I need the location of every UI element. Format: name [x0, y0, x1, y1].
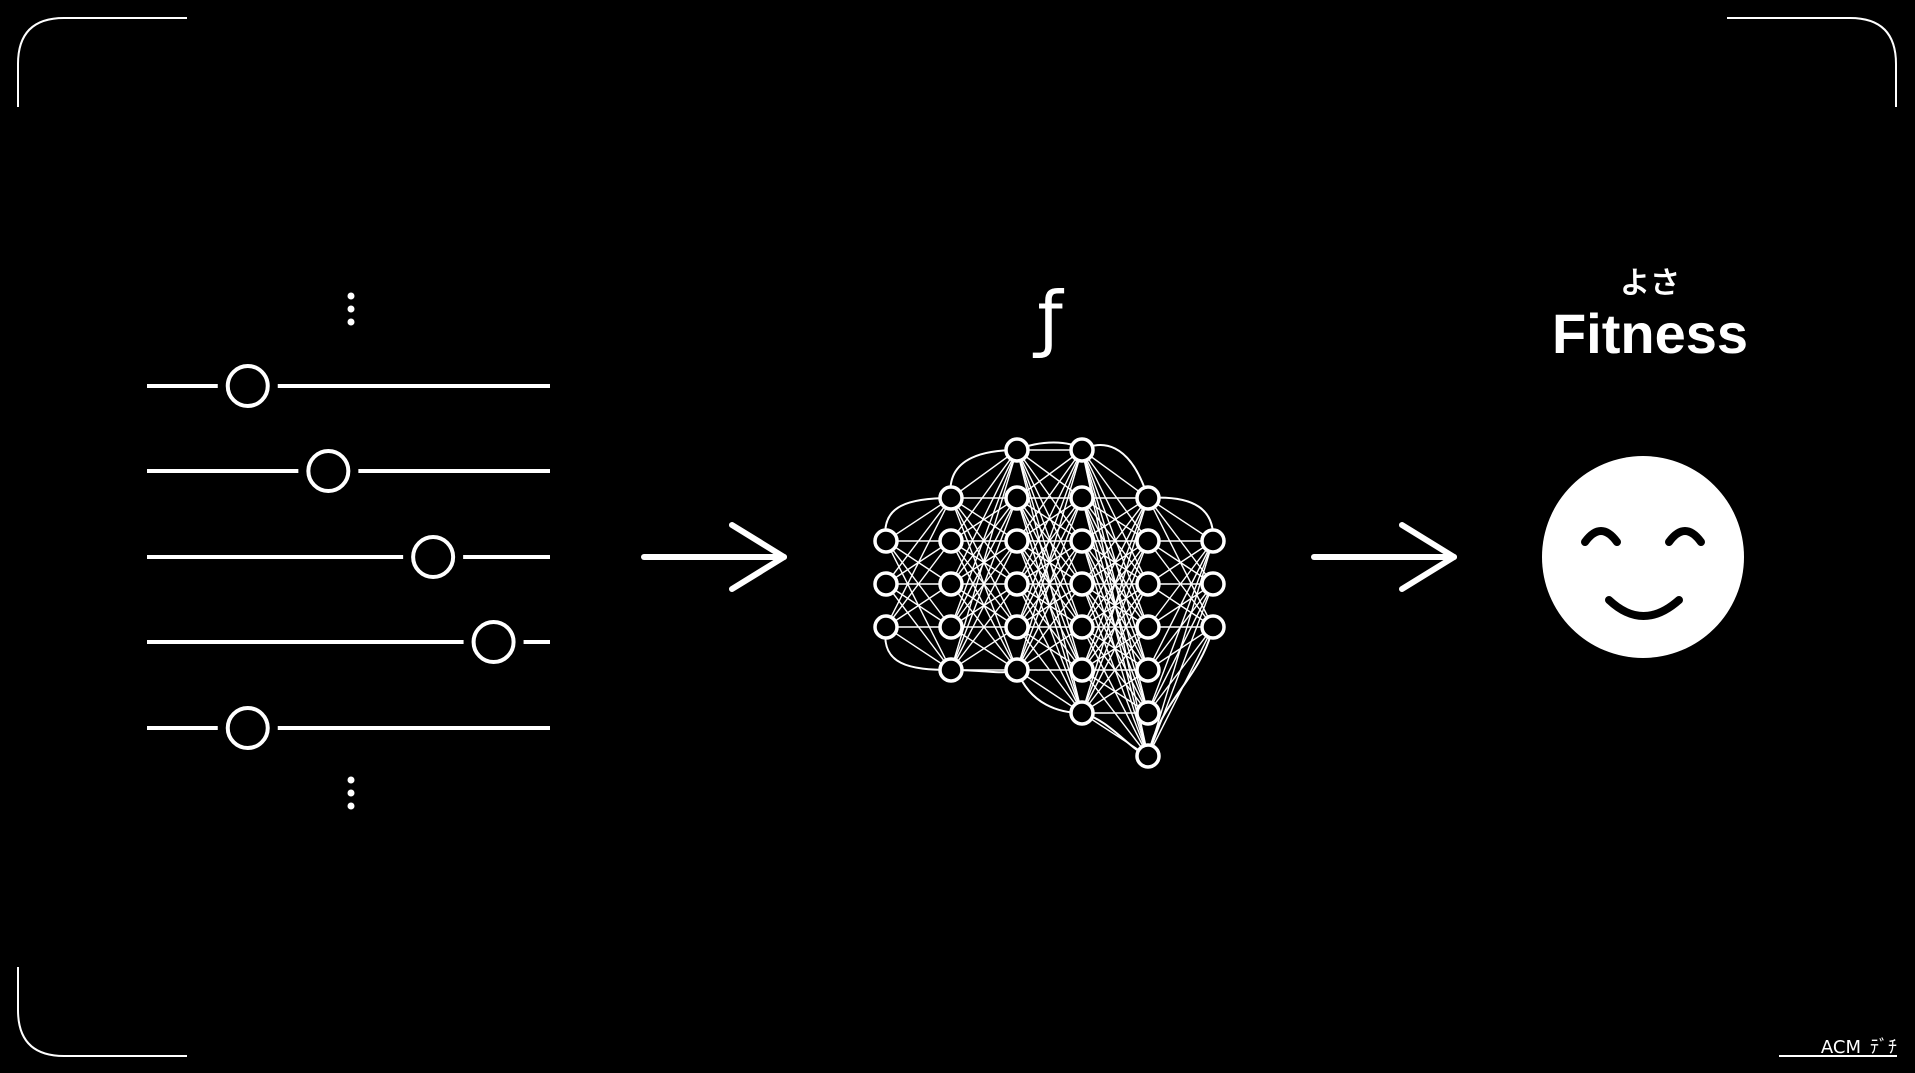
network-node	[1200, 571, 1226, 597]
network-node	[1004, 657, 1030, 683]
arrow-right-icon	[641, 522, 787, 592]
network-node	[1069, 700, 1095, 726]
parameter-slider[interactable]	[147, 364, 550, 408]
fitness-ruby-text: よさ	[1620, 266, 1680, 301]
parameter-sliders	[147, 364, 550, 750]
network-node	[873, 571, 899, 597]
network-node	[1004, 528, 1030, 554]
network-node	[1069, 657, 1095, 683]
frame-corner-top-left	[17, 17, 187, 107]
neural-network-brain-icon	[873, 437, 1226, 769]
network-node	[1069, 571, 1095, 597]
fitness-title: Fitness	[1551, 302, 1749, 365]
more-parameters-above-icon	[347, 292, 355, 326]
network-node	[1135, 614, 1161, 640]
network-node	[1200, 614, 1226, 640]
network-node	[938, 614, 964, 640]
credit-text: ACM_ﾃﾞﾁ	[1820, 1037, 1897, 1058]
frame-corners	[17, 17, 1897, 1057]
network-node	[1135, 657, 1161, 683]
parameter-slider[interactable]	[147, 449, 550, 493]
network-node	[1069, 485, 1095, 511]
network-node	[873, 614, 899, 640]
network-node	[1135, 700, 1161, 726]
network-node	[873, 528, 899, 554]
network-node	[1135, 743, 1161, 769]
network-node	[938, 485, 964, 511]
network-node	[1069, 614, 1095, 640]
network-node	[1135, 528, 1161, 554]
network-node	[1069, 437, 1095, 463]
network-node	[1069, 528, 1095, 554]
slider-handle[interactable]	[306, 449, 351, 493]
network-node	[1135, 571, 1161, 597]
arrow-right-icon	[1311, 522, 1457, 592]
parameter-slider[interactable]	[147, 706, 550, 750]
more-parameters-below-icon	[347, 776, 355, 810]
parameter-slider[interactable]	[147, 620, 550, 664]
network-node	[938, 528, 964, 554]
smiling-face-icon	[1542, 456, 1744, 658]
network-node	[1200, 528, 1226, 554]
network-node	[938, 571, 964, 597]
network-node	[1135, 485, 1161, 511]
network-node	[1004, 571, 1030, 597]
frame-corner-bottom-left	[17, 967, 187, 1057]
slider-handle[interactable]	[411, 535, 456, 579]
network-node	[1004, 485, 1030, 511]
network-node	[1004, 437, 1030, 463]
network-node	[1004, 614, 1030, 640]
slider-handle[interactable]	[225, 706, 270, 750]
frame-corner-top-right	[1727, 17, 1897, 107]
network-node	[938, 657, 964, 683]
slider-handle[interactable]	[225, 364, 270, 408]
slider-handle[interactable]	[471, 620, 516, 664]
parameter-slider[interactable]	[147, 535, 550, 579]
function-symbol: ƒ	[1037, 276, 1063, 360]
